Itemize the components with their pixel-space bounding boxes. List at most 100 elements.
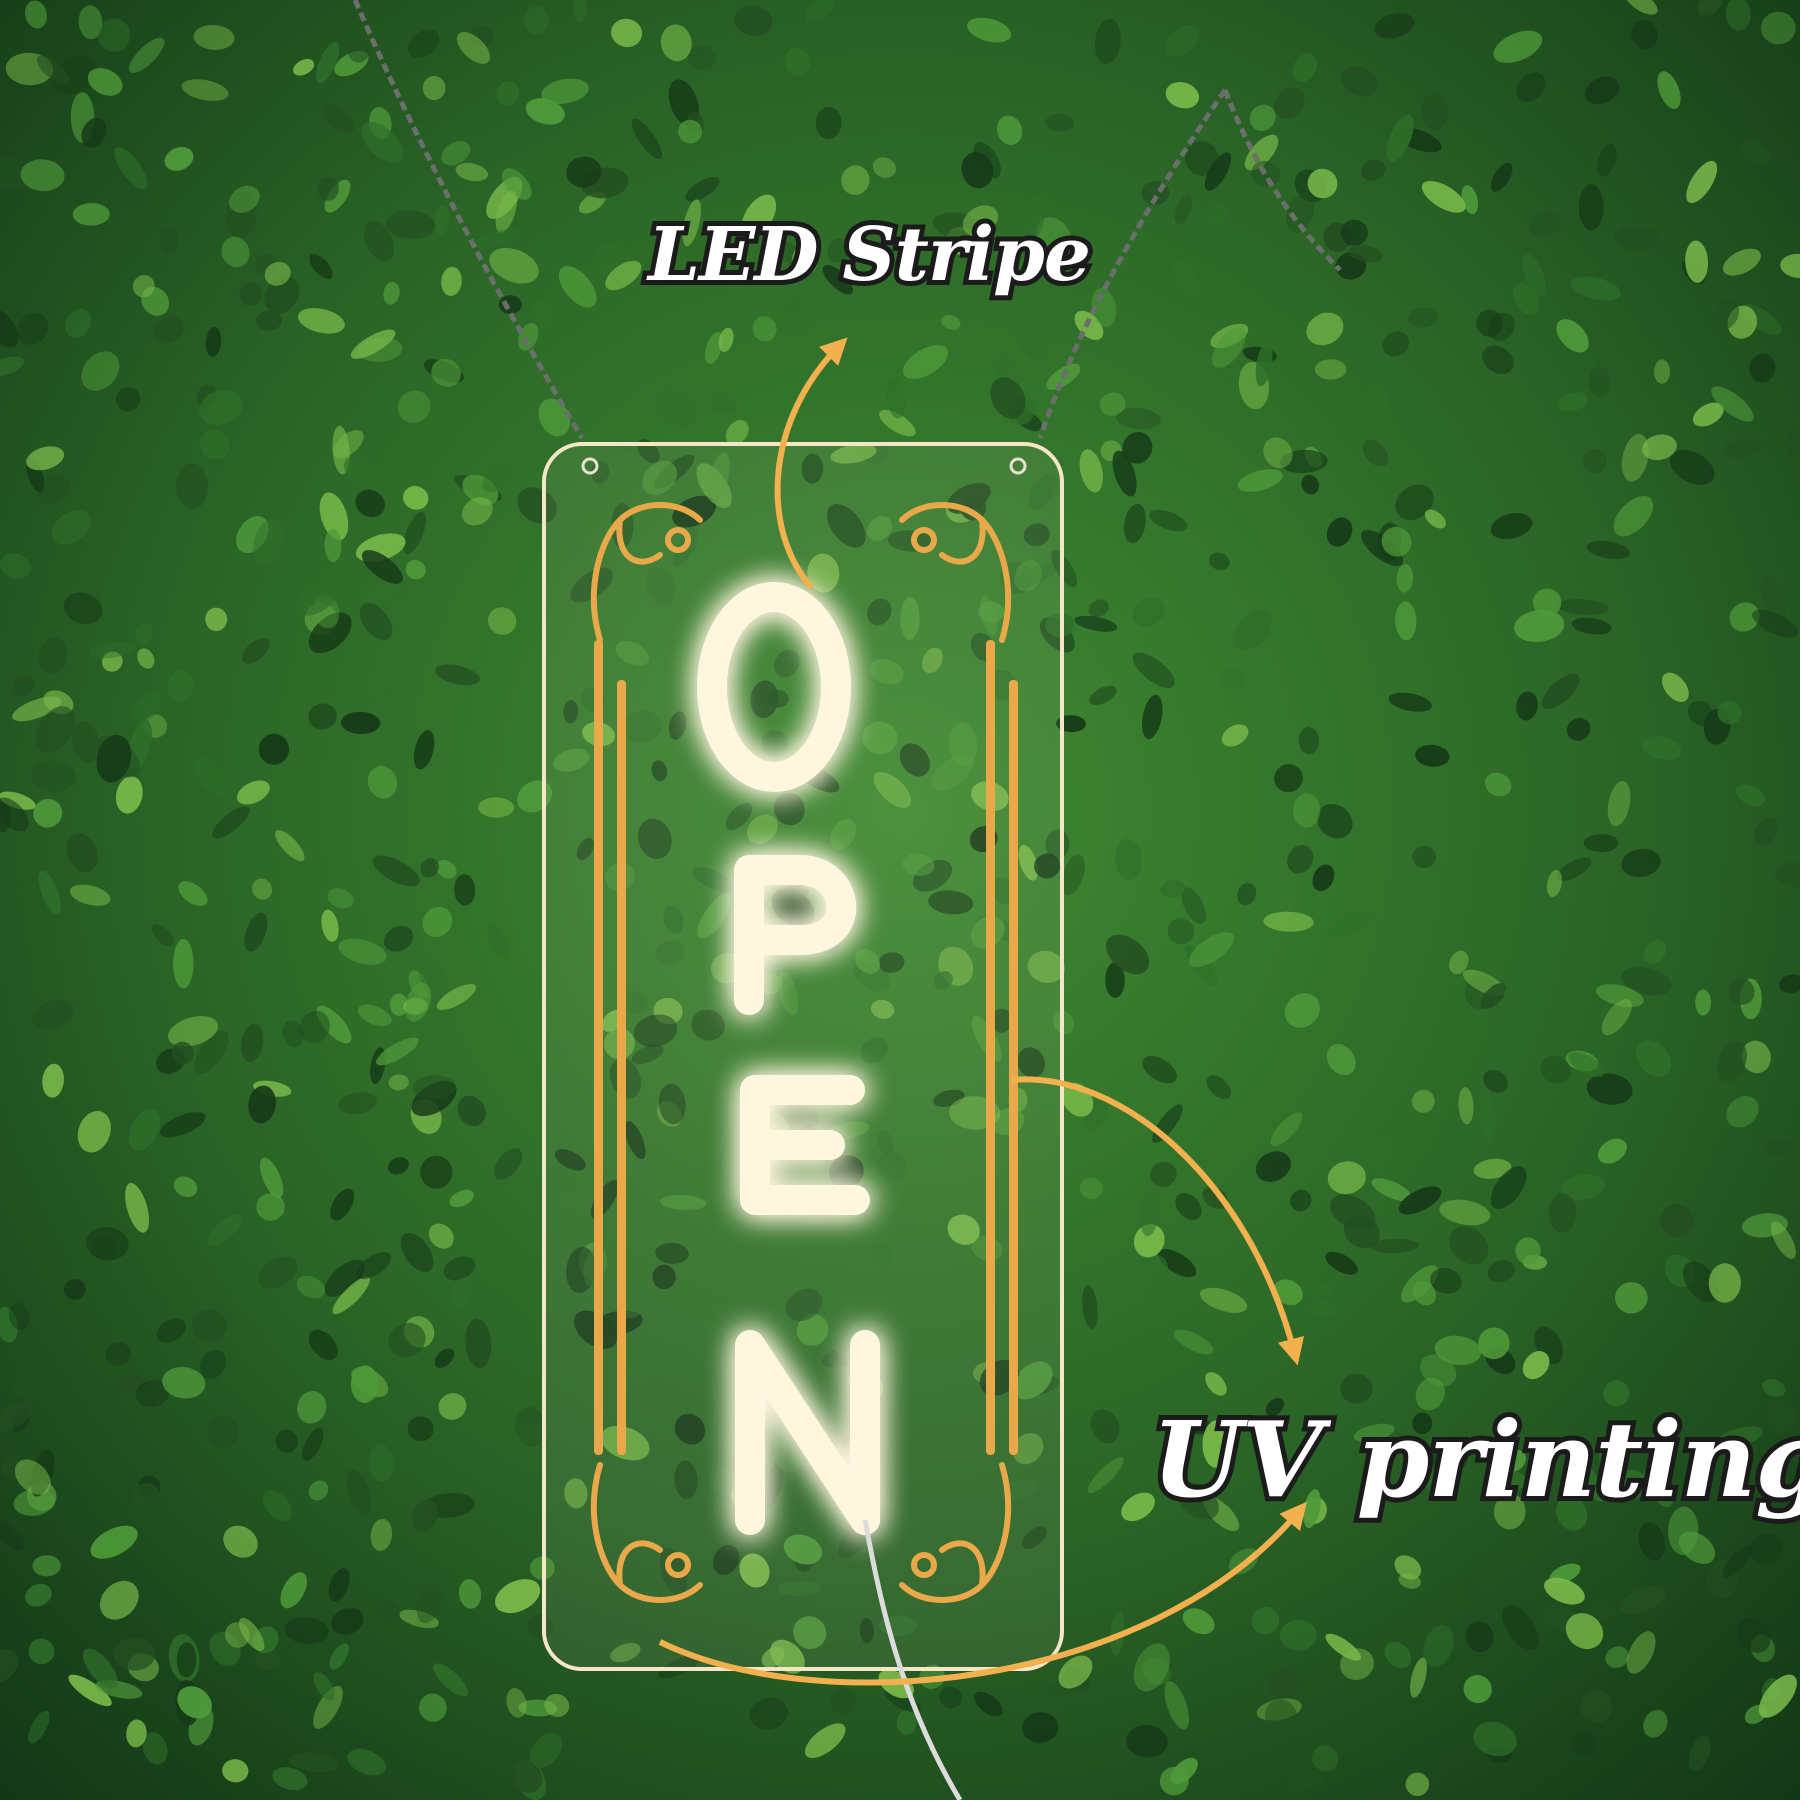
leaf (42, 1063, 64, 1098)
leaf (1490, 1166, 1527, 1210)
leaf (319, 492, 349, 541)
leaf (1741, 1040, 1771, 1074)
leaf (264, 276, 300, 314)
leaf (781, 300, 811, 336)
leaf (1014, 317, 1048, 361)
leaf (478, 797, 515, 818)
leaf (1292, 793, 1321, 828)
leaf (1176, 1482, 1219, 1520)
leaf (293, 59, 315, 76)
leaf (1543, 1577, 1585, 1605)
leaf (658, 1654, 702, 1679)
leaf (1307, 168, 1338, 199)
leaf (324, 179, 351, 213)
leaf (708, 452, 730, 504)
leaf (327, 888, 354, 909)
leaf (81, 351, 120, 391)
leaf (1220, 668, 1245, 690)
leaf (1405, 1772, 1430, 1797)
leaf (1174, 195, 1193, 225)
leaf (1106, 934, 1150, 975)
leaf (297, 308, 345, 334)
leaf (1425, 1471, 1449, 1495)
leaf (433, 1663, 468, 1697)
leaf (167, 670, 194, 703)
leaf (252, 878, 273, 900)
leaf (0, 308, 19, 348)
leaf (0, 1403, 33, 1433)
leaf (1208, 203, 1230, 226)
leaf (403, 486, 429, 510)
leaf (194, 1030, 229, 1074)
leaf (1735, 784, 1766, 807)
leaf (517, 487, 557, 524)
leaf (622, 990, 648, 1015)
leaf (1764, 1400, 1796, 1434)
leaf (718, 327, 734, 352)
leaf (35, 706, 75, 753)
leaf (128, 37, 165, 74)
leaf (223, 1525, 258, 1558)
leaf (280, 1572, 308, 1609)
leaf (1725, 0, 1751, 31)
leaf (1522, 1351, 1550, 1380)
leaf (1449, 1226, 1489, 1265)
leaf (302, 1427, 324, 1461)
leaf (96, 734, 132, 783)
leaf (241, 1023, 264, 1063)
leaf (713, 1544, 740, 1575)
leaf (236, 780, 270, 805)
leaf (674, 1460, 698, 1500)
neon-open-letters (697, 582, 880, 1535)
leaf (407, 1416, 434, 1442)
leaf (777, 971, 799, 1016)
leaf (262, 1490, 292, 1521)
leaf (105, 1342, 131, 1366)
leaf (253, 519, 285, 565)
leaf (191, 1308, 228, 1343)
leaf (1325, 1633, 1361, 1661)
leaf (1643, 939, 1667, 965)
leaf (1279, 449, 1328, 474)
leaf (1678, 1531, 1716, 1564)
leaf (1170, 1757, 1198, 1785)
leaf (1603, 1380, 1630, 1407)
leaf (181, 79, 229, 101)
leaf (1012, 1432, 1044, 1465)
leaf (1061, 854, 1085, 896)
leaf (1150, 1161, 1177, 1187)
leaf (124, 188, 150, 206)
leaf (1585, 76, 1620, 105)
leaf (1461, 185, 1479, 215)
leaf (1515, 1237, 1541, 1265)
leaf (771, 888, 815, 928)
leaf (199, 390, 243, 426)
leaf (1736, 1617, 1771, 1653)
leaf (385, 210, 436, 239)
leaf (1761, 574, 1786, 623)
leaf (1079, 1177, 1104, 1199)
leaf (527, 1613, 554, 1640)
leaf (1556, 857, 1592, 881)
leaf (1105, 962, 1125, 998)
leaf (621, 711, 663, 743)
leaf (1002, 1479, 1036, 1500)
leaf (126, 1719, 147, 1748)
leaf (272, 1767, 308, 1791)
leaf (457, 1095, 486, 1127)
leaf (320, 104, 355, 133)
leaf (558, 266, 597, 308)
leaf (1750, 1533, 1782, 1565)
leaf (225, 1622, 250, 1648)
leaf (135, 623, 154, 644)
leaf (347, 1749, 387, 1776)
leaf (902, 853, 935, 876)
leaf (177, 1686, 212, 1719)
leaf (1583, 834, 1619, 853)
leaf (1370, 1238, 1419, 1254)
leaf (313, 1672, 335, 1701)
leaf (1381, 526, 1412, 557)
leaf (1687, 701, 1714, 726)
leaf (1237, 882, 1257, 906)
